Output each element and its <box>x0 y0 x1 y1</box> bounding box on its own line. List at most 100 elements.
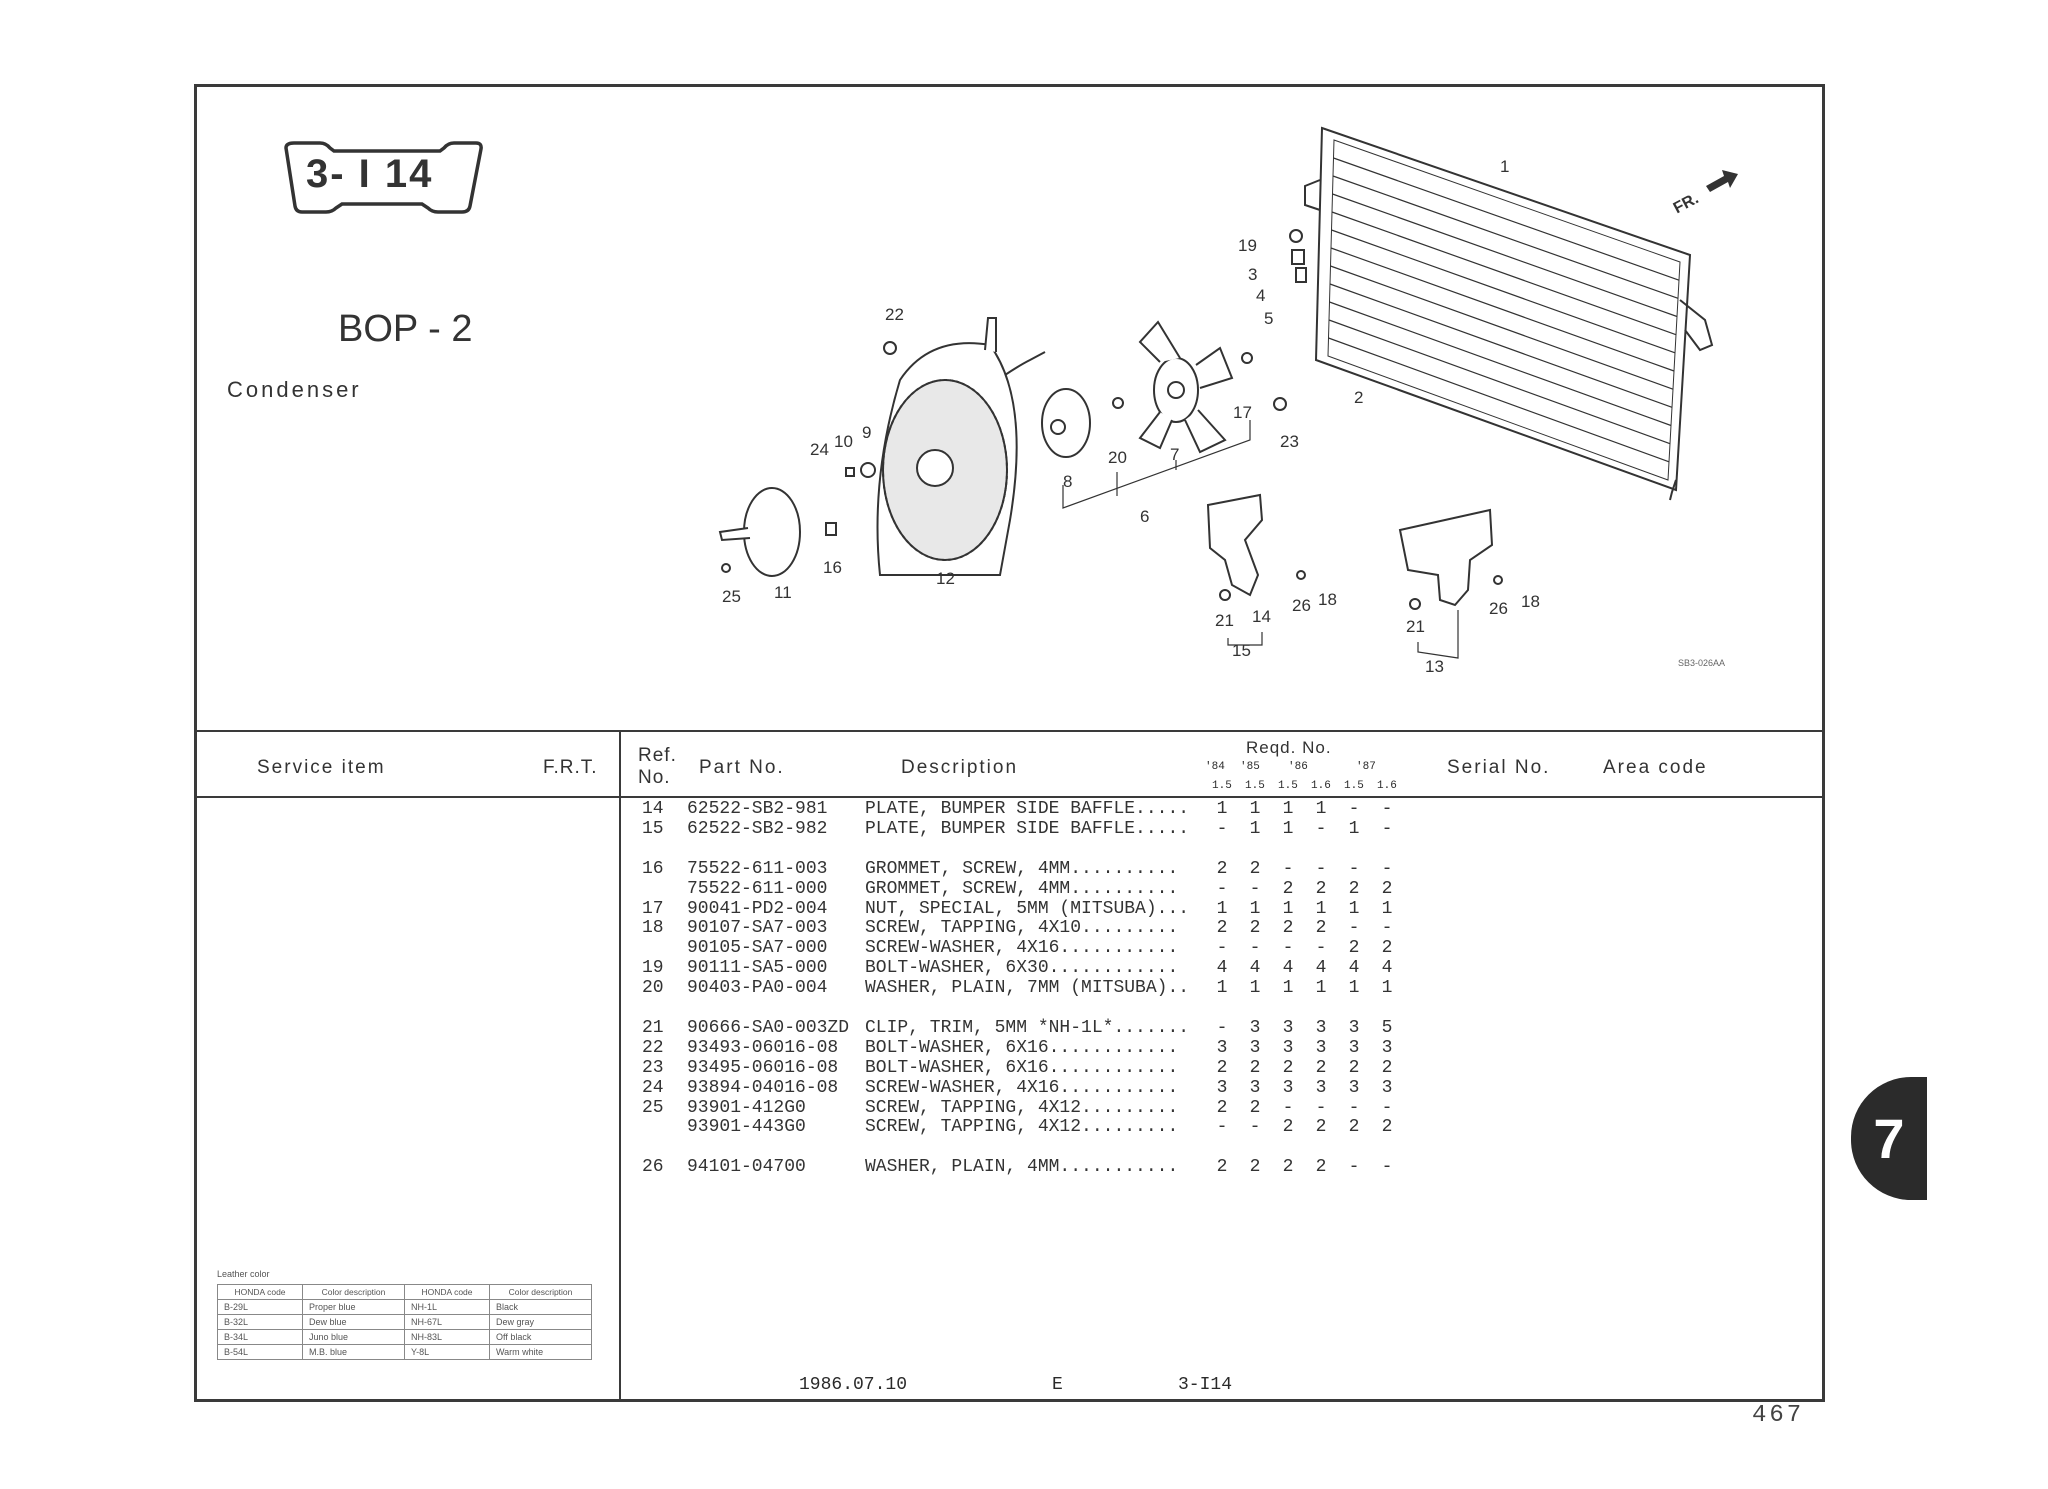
condenser-tube <box>1328 337 1670 463</box>
badge-outline-icon <box>284 141 483 214</box>
fan-blade-drawing <box>1138 320 1234 454</box>
qty: 1 <box>1216 799 1228 819</box>
qty: 3 <box>1315 1037 1327 1058</box>
ref-no: 25 <box>642 1097 664 1118</box>
header-year-87: '87 <box>1356 761 1376 773</box>
qty: - <box>1216 878 1228 899</box>
qty: - <box>1315 1097 1327 1118</box>
callout-25: 25 <box>722 587 741 606</box>
qty: 2 <box>1348 938 1360 959</box>
leather-cell: Warm white <box>489 1344 592 1360</box>
part-no: 94101-04700 <box>687 1157 806 1178</box>
callout-14: 14 <box>1252 607 1271 626</box>
divider-diagram <box>194 730 1825 732</box>
qty: 2 <box>1249 1057 1261 1078</box>
callout-9: 9 <box>862 423 871 442</box>
page-number: 467 <box>1752 1402 1805 1429</box>
header-year-85: '85 <box>1240 761 1260 773</box>
callout-2: 2 <box>1354 388 1363 407</box>
qty: 1 <box>1381 898 1393 919</box>
header-variant: 1.5 <box>1278 780 1298 792</box>
qty: 2 <box>1282 1157 1294 1178</box>
qty: 2 <box>1315 1157 1327 1178</box>
qty: - <box>1216 938 1228 959</box>
part-no: 90666-SA0-003ZD <box>687 1017 850 1038</box>
description: BOLT-WASHER, 6X16............ <box>865 1057 1179 1078</box>
section-badge: 3- I 14 <box>280 140 485 216</box>
part-no: 90111-SA5-000 <box>687 958 828 979</box>
page-frame <box>194 84 1825 1402</box>
qty: 2 <box>1381 1057 1393 1078</box>
group-subtitle: Condenser <box>227 377 362 402</box>
condenser-tube <box>1332 193 1678 318</box>
qty: 2 <box>1282 878 1294 899</box>
part-no: 62522-SB2-982 <box>687 818 828 839</box>
leather-cell: Y-8L <box>403 1344 491 1360</box>
callout-18b: 18 <box>1521 592 1540 611</box>
leather-cell: Black <box>489 1299 592 1315</box>
qty: 1 <box>1348 898 1360 919</box>
callout-22: 22 <box>885 305 904 324</box>
callout-16: 16 <box>823 558 842 577</box>
leather-header: Color description <box>489 1284 592 1300</box>
qty: 2 <box>1249 1157 1261 1178</box>
description: PLATE, BUMPER SIDE BAFFLE..... <box>865 818 1190 839</box>
header-variant: 1.6 <box>1377 780 1397 792</box>
qty: 4 <box>1216 958 1228 979</box>
description: PLATE, BUMPER SIDE BAFFLE..... <box>865 799 1190 819</box>
qty: - <box>1282 938 1294 959</box>
ref-no: 17 <box>642 898 664 919</box>
header-part-no: Part No. <box>699 757 785 778</box>
callout-12: 12 <box>936 569 955 588</box>
qty: 3 <box>1315 1077 1327 1098</box>
description: SCREW, TAPPING, 4X12......... <box>865 1097 1179 1118</box>
leather-cell: Dew blue <box>302 1314 405 1330</box>
qty: 1 <box>1249 898 1261 919</box>
qty: 1 <box>1315 799 1327 819</box>
qty: 1 <box>1216 978 1228 999</box>
qty: 3 <box>1216 1077 1228 1098</box>
header-serial-no: Serial No. <box>1447 757 1551 778</box>
leather-cell: Off black <box>489 1329 592 1345</box>
header-description: Description <box>901 757 1019 778</box>
qty: 1 <box>1249 799 1261 819</box>
callout-23: 23 <box>1280 432 1299 451</box>
qty: - <box>1249 1117 1261 1138</box>
qty: - <box>1381 818 1393 839</box>
ref-no: 26 <box>642 1157 664 1178</box>
qty: 1 <box>1348 978 1360 999</box>
qty: 2 <box>1381 1117 1393 1138</box>
ref-no: 18 <box>642 918 664 939</box>
qty: 3 <box>1348 1037 1360 1058</box>
header-no: No. <box>638 767 671 788</box>
part-no: 75522-611-000 <box>687 878 828 899</box>
callout-18a: 18 <box>1318 590 1337 609</box>
leather-cell: Dew gray <box>489 1314 592 1330</box>
divider-columns <box>619 730 621 1402</box>
part-no: 90107-SA7-003 <box>687 918 828 939</box>
qty: 2 <box>1216 1097 1228 1118</box>
qty: - <box>1216 818 1228 839</box>
footer-lang: E <box>1052 1375 1063 1395</box>
qty: - <box>1315 818 1327 839</box>
condenser-tube <box>1330 247 1675 372</box>
leather-cell: Juno blue <box>302 1329 405 1345</box>
fan-shroud-drawing <box>718 229 1503 610</box>
qty: - <box>1348 918 1360 939</box>
qty: 3 <box>1249 1017 1261 1038</box>
header-ref: Ref. <box>638 745 677 766</box>
callout-8: 8 <box>1063 472 1072 491</box>
ref-no: 24 <box>642 1077 664 1098</box>
qty: 2 <box>1315 918 1327 939</box>
